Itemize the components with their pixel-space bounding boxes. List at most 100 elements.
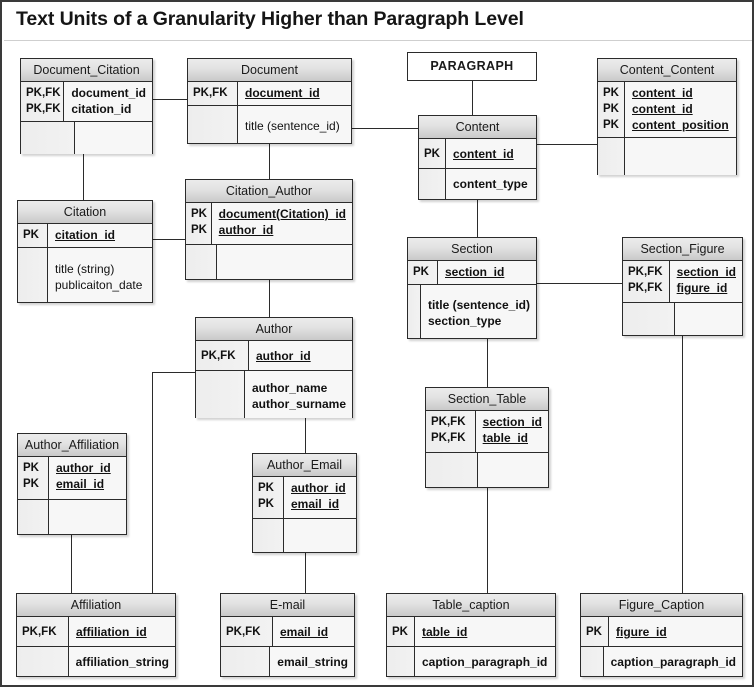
- entity-header-section-table: Section_Table: [426, 388, 548, 411]
- connector-section-to-section-figure: [536, 283, 622, 284]
- key-column: PK PK: [186, 203, 212, 244]
- entity-key-section-section-figure: PK,FK PK,FK section_id figure_id: [623, 261, 742, 303]
- attribute-column: author_id: [249, 341, 352, 370]
- key-label: PK: [23, 478, 39, 490]
- attribute-label: affiliation_id: [76, 625, 147, 639]
- key-column: PK: [581, 617, 609, 646]
- attribute-label: caption_paragraph_id: [422, 655, 548, 669]
- key-column: PK: [387, 617, 415, 646]
- entity-author-affiliation[interactable]: Author_Affiliation PK PK author_id email…: [17, 433, 127, 535]
- entity-attr-section-affiliation: affiliation_string: [17, 647, 175, 676]
- entity-attr-section-figure-caption: caption_paragraph_id: [581, 647, 742, 676]
- entity-key-section-email: PK,FK email_id: [221, 617, 354, 647]
- entity-document[interactable]: Document PK,FK document_id title (senten…: [187, 58, 352, 144]
- attribute-label: section_id: [482, 415, 542, 429]
- key-label: PK: [424, 148, 440, 160]
- attribute-label: document_id: [245, 86, 320, 100]
- entity-key-section-author-affiliation: PK PK author_id email_id: [18, 457, 126, 500]
- key-label: PK: [258, 498, 274, 510]
- attribute-column: [49, 500, 126, 534]
- key-label: PK,FK: [226, 626, 261, 638]
- entity-header-section: Section: [408, 238, 536, 261]
- key-column: PK,FK PK,FK: [623, 261, 670, 302]
- entity-attr-section-document-citation: [21, 122, 152, 154]
- entity-header-table-caption: Table_caption: [387, 594, 555, 617]
- entity-header-email: E-mail: [221, 594, 354, 617]
- attribute-column: figure_id: [609, 617, 742, 646]
- key-column: PK PK: [18, 457, 49, 499]
- entity-header-content: Content: [419, 116, 536, 139]
- entity-citation-author[interactable]: Citation_Author PK PK document(Citation)…: [185, 179, 353, 280]
- attribute-label: email_id: [280, 625, 329, 639]
- attribute-label: caption_paragraph_id: [610, 655, 736, 669]
- attribute-column: title (sentence_id): [238, 106, 351, 143]
- key-column: PK,FK: [17, 617, 69, 646]
- key-column: [17, 647, 69, 676]
- entity-attr-section-content-content: [598, 138, 736, 175]
- entity-section-table[interactable]: Section_Table PK,FK PK,FK section_id tab…: [425, 387, 549, 488]
- key-label: PK: [191, 224, 207, 236]
- entity-affiliation[interactable]: Affiliation PK,FK affiliation_id affilia…: [16, 593, 176, 677]
- entity-header-author-email: Author_Email: [253, 454, 356, 477]
- entity-author[interactable]: Author PK,FK author_id author_name autho…: [195, 317, 353, 418]
- attribute-label: content_type: [453, 177, 528, 191]
- entity-key-section-section-table: PK,FK PK,FK section_id table_id: [426, 411, 548, 453]
- key-label: PK: [586, 626, 602, 638]
- key-column: PK PK: [253, 477, 284, 518]
- key-column: [253, 519, 284, 552]
- attribute-column: affiliation_id: [69, 617, 175, 646]
- key-column: [426, 453, 478, 487]
- entity-content[interactable]: Content PK content_id content_type: [418, 115, 537, 200]
- entity-key-section-table-caption: PK table_id: [387, 617, 555, 647]
- connector-citation-author-to-author: [269, 280, 270, 317]
- key-column: PK: [419, 139, 446, 168]
- attribute-label: email_string: [277, 655, 348, 669]
- key-column: [18, 500, 49, 534]
- attribute-label: citation_id: [55, 228, 116, 242]
- attribute-label: table_id: [422, 625, 468, 639]
- attribute-label: author_name: [251, 381, 328, 395]
- entity-section-figure[interactable]: Section_Figure PK,FK PK,FK section_id fi…: [622, 237, 743, 336]
- attribute-column: content_id: [446, 139, 536, 168]
- connector-author-email-to-email: [305, 553, 306, 593]
- entity-header-author-affiliation: Author_Affiliation: [18, 434, 126, 457]
- entity-document-citation[interactable]: Document_Citation PK,FK PK,FK document_i…: [20, 58, 153, 154]
- attribute-label: content_id: [632, 86, 693, 100]
- entity-attr-section-email: email_string: [221, 647, 354, 676]
- key-column: PK: [408, 261, 438, 284]
- connector-author-to-author-email: [305, 418, 306, 453]
- attribute-label: citation_id: [71, 102, 132, 116]
- attribute-column: section_id table_id: [475, 411, 548, 452]
- entity-header-section-figure: Section_Figure: [623, 238, 742, 261]
- entity-key-section-author: PK,FK author_id: [196, 341, 352, 371]
- attribute-column: [75, 122, 152, 154]
- entity-content-content[interactable]: Content_Content PK PK PK content_id cont…: [597, 58, 737, 175]
- key-column: [408, 285, 421, 338]
- attribute-column: content_type: [446, 169, 536, 199]
- attribute-column: [625, 138, 736, 175]
- entity-email[interactable]: E-mail PK,FK email_id email_string: [220, 593, 355, 677]
- entity-section[interactable]: Section PK section_id title (sentence_id…: [407, 237, 537, 339]
- entity-figure-caption[interactable]: Figure_Caption PK figure_id caption_para…: [580, 593, 743, 677]
- title-divider: [4, 40, 752, 41]
- key-column: [221, 647, 271, 676]
- entity-author-email[interactable]: Author_Email PK PK author_id email_id: [252, 453, 357, 553]
- entity-key-section-content-content: PK PK PK content_id content_id content_p…: [598, 82, 736, 138]
- entity-key-section-section: PK section_id: [408, 261, 536, 285]
- key-label: PK: [603, 87, 619, 99]
- entity-attr-section-section-figure: [623, 303, 742, 335]
- entity-attr-section-author-email: [253, 519, 356, 552]
- attribute-column: document(Citation)_id author_id: [211, 203, 352, 244]
- attribute-label: section_id: [445, 265, 505, 279]
- attribute-column: author_name author_surname: [244, 371, 352, 418]
- entity-citation[interactable]: Citation PK citation_id title (string) p…: [17, 200, 153, 303]
- entity-paragraph[interactable]: PARAGRAPH: [407, 52, 537, 81]
- key-column: PK,FK: [188, 82, 238, 105]
- key-column: [387, 647, 415, 676]
- key-column: [581, 647, 604, 676]
- entity-table-caption[interactable]: Table_caption PK table_id caption_paragr…: [386, 593, 556, 677]
- attribute-label: publicaiton_date: [55, 278, 143, 292]
- entity-header-document: Document: [188, 59, 351, 82]
- key-column: PK,FK: [196, 341, 249, 370]
- attribute-column: citation_id: [48, 224, 152, 247]
